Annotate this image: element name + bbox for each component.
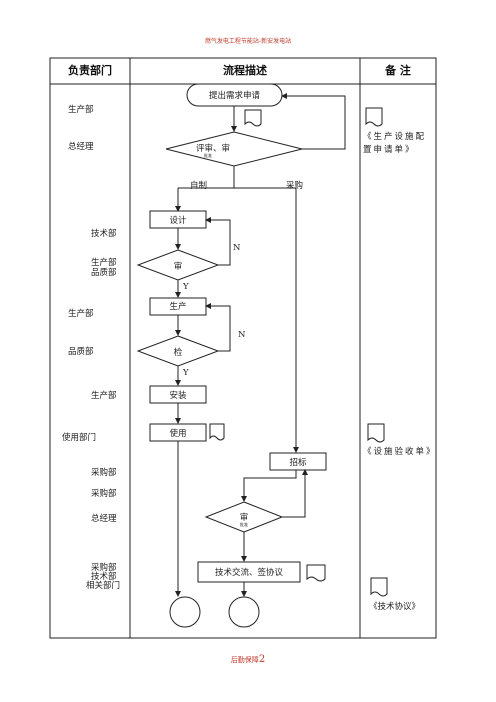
remark-document-icon bbox=[365, 107, 383, 127]
inspect-label: 检 bbox=[173, 348, 183, 358]
start-label: 提出需求申请 bbox=[208, 91, 260, 101]
design-label: 设计 bbox=[169, 216, 187, 226]
dept-label: 采购部 bbox=[91, 489, 117, 499]
audit-label: 审 bbox=[173, 262, 183, 272]
remark-text: 《生产设施配置申请单》 bbox=[363, 132, 427, 155]
dept-label: 相关部门 bbox=[86, 581, 121, 591]
remark-text: 《设施验收单》 bbox=[363, 447, 437, 457]
dept-label: 品质部 bbox=[68, 347, 94, 357]
use-label: 使用 bbox=[169, 429, 187, 439]
remark-document-icon bbox=[370, 577, 388, 597]
audit-yes-label: Y bbox=[183, 282, 189, 292]
remark-text: 《技术协议》 bbox=[369, 602, 421, 612]
inspect-no-label: N bbox=[238, 330, 246, 340]
end-circle-right bbox=[228, 596, 260, 628]
tender-node bbox=[269, 452, 327, 471]
header-note: 燃气发电工程节能站-新安发电站 bbox=[204, 38, 292, 45]
dept-label: 总经理 bbox=[91, 514, 117, 524]
agreement-label: 技术交流、签协议 bbox=[214, 568, 283, 578]
dept-label: 生产部 bbox=[68, 309, 94, 319]
dept-label: 技术部 bbox=[91, 229, 117, 239]
column-header-remark: 备 注 bbox=[385, 64, 411, 77]
dept-label: 总经理 bbox=[68, 142, 94, 152]
audit-no-label: N bbox=[233, 243, 241, 253]
dept-label: 使用部门 bbox=[62, 433, 97, 443]
end-circle-left bbox=[169, 596, 201, 628]
remark-document-icon bbox=[367, 423, 385, 443]
dept-label: 生产部 bbox=[91, 258, 117, 268]
footer-note: 后勤保障2 bbox=[0, 654, 496, 665]
dept-label: 采购部 bbox=[91, 468, 117, 478]
page-number: 2 bbox=[258, 654, 266, 665]
dept-label: 技术部 bbox=[91, 572, 117, 582]
column-header-department: 负责部门 bbox=[68, 64, 112, 77]
produce-label: 生产 bbox=[169, 302, 187, 312]
review2-small-label: 批准 bbox=[240, 522, 248, 527]
inspect-yes-label: Y bbox=[183, 368, 189, 378]
document-icon bbox=[209, 423, 225, 441]
document-icon bbox=[306, 564, 326, 582]
dept-label: 采购部 bbox=[91, 563, 117, 573]
install-label: 安装 bbox=[169, 391, 187, 401]
branch-buy-label: 采购 bbox=[286, 181, 304, 191]
review1-label: 评审、审 bbox=[196, 144, 231, 154]
column-header-flow: 流程描述 bbox=[223, 64, 267, 77]
review-diamond-1 bbox=[165, 131, 303, 167]
review2-label: 审 bbox=[239, 513, 249, 523]
dept-label: 品质部 bbox=[91, 268, 117, 278]
footer-label: 后勤保障 bbox=[230, 656, 259, 664]
dept-label: 生产部 bbox=[91, 391, 117, 401]
branch-self-label: 自制 bbox=[190, 181, 208, 191]
tender-label: 招标 bbox=[289, 458, 307, 468]
agreement-node bbox=[197, 561, 301, 583]
review1-small-label: 批准 bbox=[204, 153, 212, 158]
document-icon bbox=[244, 109, 262, 127]
dept-label: 生产部 bbox=[68, 105, 94, 115]
